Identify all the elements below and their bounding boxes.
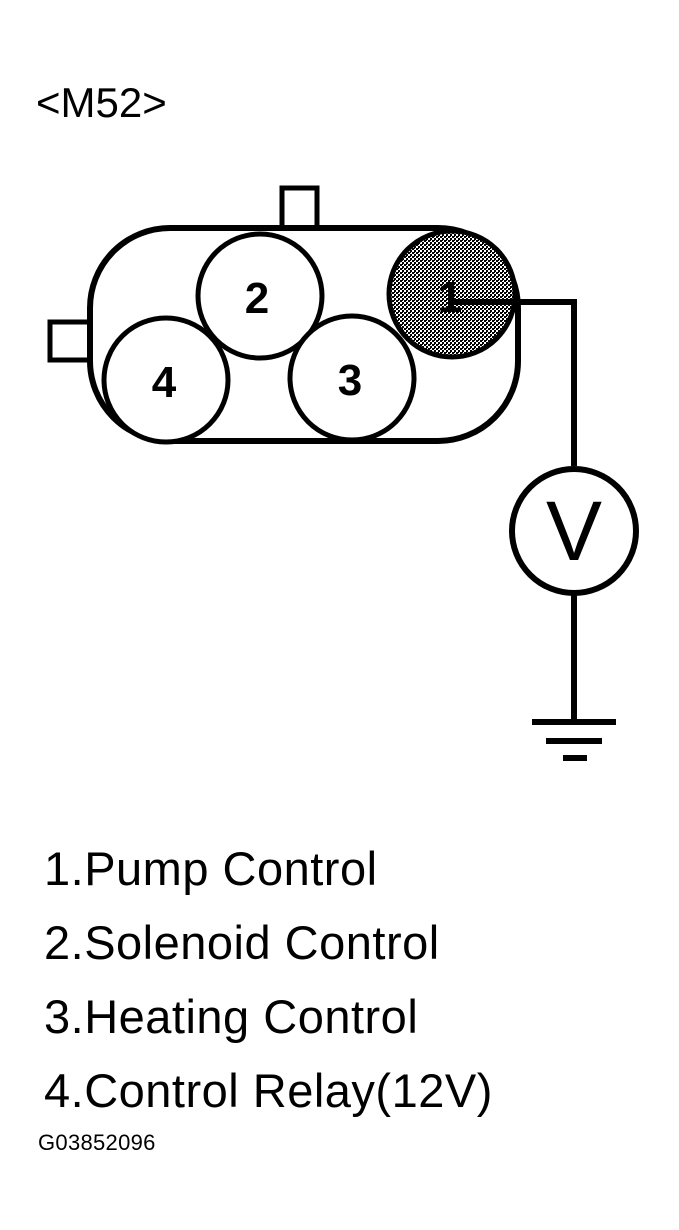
connector-top-tab [279,185,320,233]
pin-legend: 1.Pump Control 2.Solenoid Control 3.Heat… [44,832,493,1128]
figure-code: G03852096 [38,1130,156,1155]
legend-item-pin-3: 3.Heating Control [44,990,419,1043]
voltmeter-symbol: V [546,484,602,578]
connector-model-label: <M52> [36,79,167,126]
voltmeter: V [509,466,639,596]
legend-item-pin-1: 1.Pump Control [44,842,378,895]
ground-icon [532,719,616,761]
legend-item-pin-4: 4.Control Relay(12V) [44,1064,493,1117]
connector-pin-2: 2 [195,231,325,361]
pin-number-label: 2 [245,274,269,323]
pin-number-label: 4 [152,358,177,407]
probe-wire [454,299,577,466]
connector-pin-3: 3 [287,313,417,443]
pin-number-label: 1 [438,273,462,322]
connector-pin-1-highlighted: 1 [386,228,518,360]
pin-number-label: 3 [338,356,362,405]
connector-pin-4: 4 [101,315,231,445]
connector-side-tab [47,319,95,363]
legend-item-pin-2: 2.Solenoid Control [44,916,440,969]
